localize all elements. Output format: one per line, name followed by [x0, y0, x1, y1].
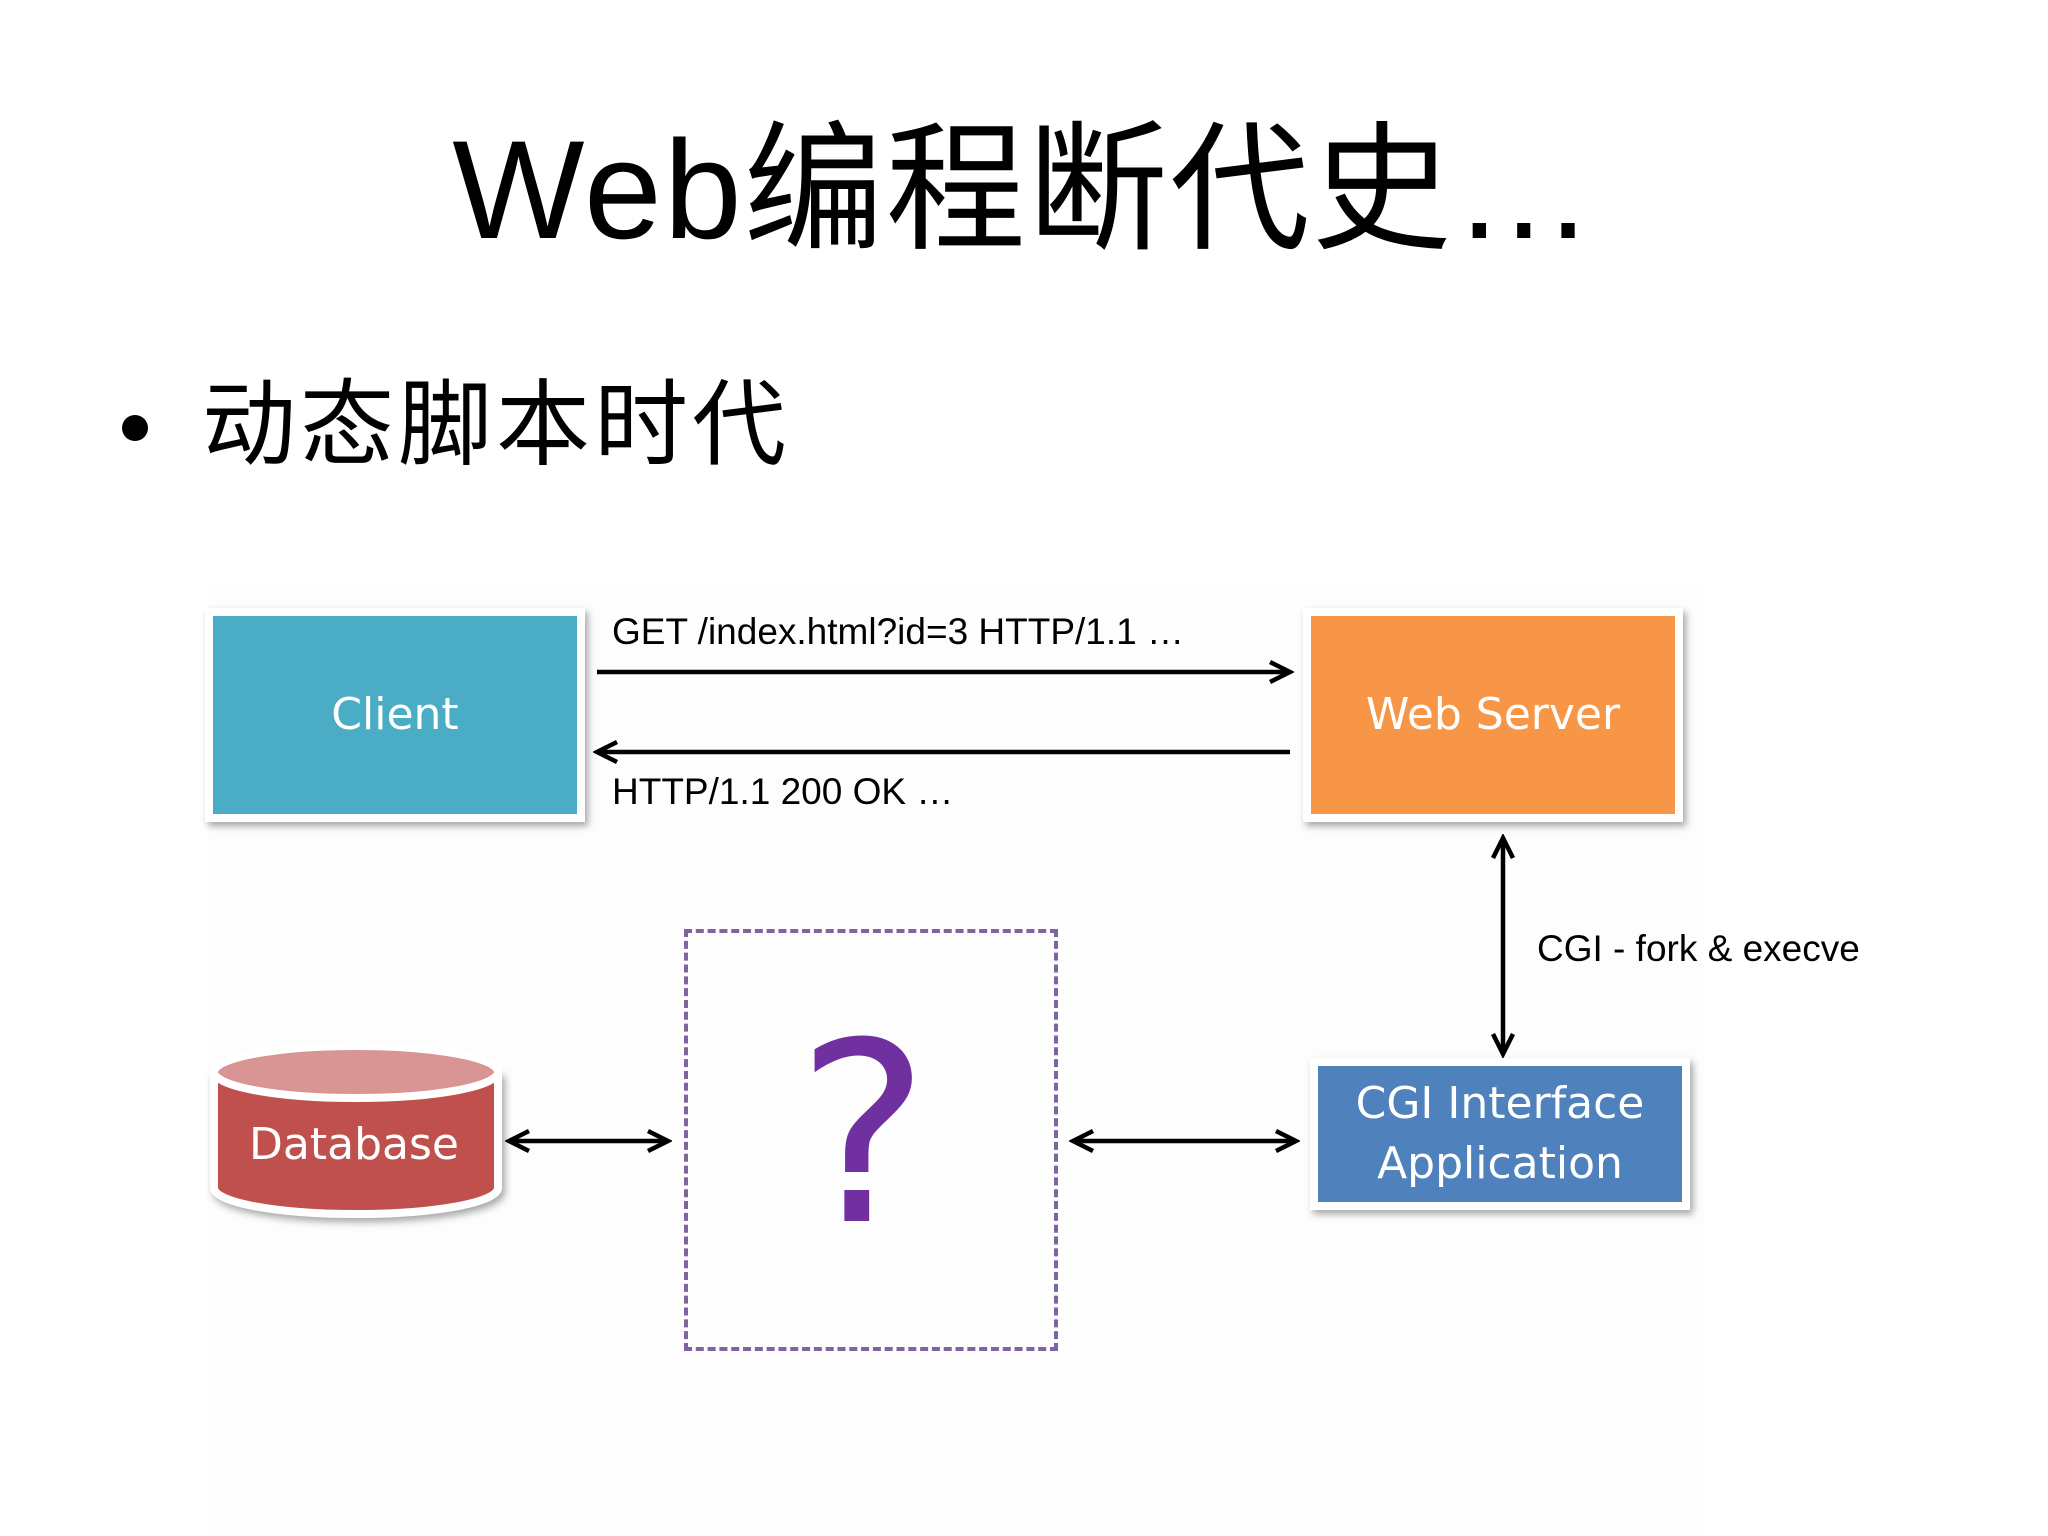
- bullet-text: 动态脚本时代: [202, 372, 791, 477]
- cgi-application-box: CGI Interface Application: [1310, 1058, 1690, 1210]
- cgi-label-line2: Application: [1377, 1138, 1623, 1189]
- unknown-component-box: ?: [684, 929, 1058, 1351]
- request-label: GET /index.html?id=3 HTTP/1.1 …: [612, 611, 1185, 652]
- cgi-connection-label: CGI - fork & execve: [1537, 928, 1860, 969]
- web-server-label: Web Server: [1365, 689, 1621, 740]
- database-label: Database: [249, 1119, 459, 1170]
- slide-title: Web编程断代史…: [452, 111, 1596, 268]
- web-server-box: Web Server: [1303, 608, 1683, 822]
- bullet-icon: [122, 415, 148, 441]
- response-label: HTTP/1.1 200 OK …: [612, 771, 954, 812]
- client-label: Client: [331, 689, 459, 740]
- question-mark: ?: [796, 989, 930, 1280]
- cgi-label-line1: CGI Interface: [1355, 1078, 1645, 1129]
- client-box: Client: [205, 608, 585, 822]
